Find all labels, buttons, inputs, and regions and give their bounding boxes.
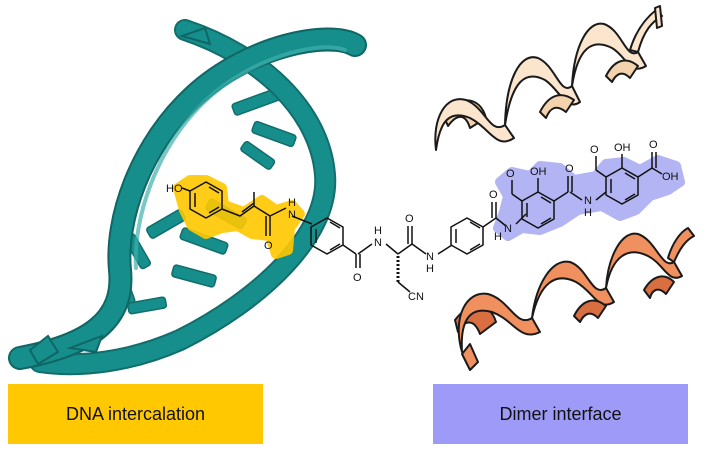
atom-o5: O [506,168,515,180]
atom-nh4-n: N [504,223,512,235]
protein-helix-top [434,5,663,151]
atom-o6: O [565,163,574,175]
atom-nh5-h: H [584,207,592,219]
atom-o3: O [405,213,414,225]
atom-nh1-n: N [288,209,296,221]
atom-o2: O [353,272,362,284]
atom-oh1: OH [530,166,547,178]
atom-nh4-h: H [494,231,502,243]
dna-helix [8,19,367,376]
dimer-interface-box: Dimer interface [433,384,688,444]
atom-nh3-n: N [426,251,434,263]
dna-intercalation-box: DNA intercalation [8,384,263,444]
molecule-atom-labels: HO H N O O N H O N H CN O N H O OH O N H… [166,139,679,303]
atom-cn: CN [408,291,424,303]
atom-o4: O [489,189,498,201]
atom-o7: O [590,144,599,156]
atom-oh3: OH [662,171,679,183]
atom-nh5-n: N [584,195,592,207]
atom-o8: O [649,139,658,151]
dna-intercalation-label: DNA intercalation [65,403,206,424]
atom-nh2-n: N [374,237,382,249]
atom-nh2-h: H [374,225,382,237]
molecule-skeleton [181,152,663,293]
atom-oh2: OH [614,142,631,154]
atom-ho-left: HO [166,183,183,195]
atom-nh1-h: H [288,197,296,209]
protein-helix-bottom [454,227,695,371]
atom-nh3-h: H [426,263,434,275]
atom-o1: O [264,240,273,252]
dimer-interface-label: Dimer interface [499,403,622,424]
